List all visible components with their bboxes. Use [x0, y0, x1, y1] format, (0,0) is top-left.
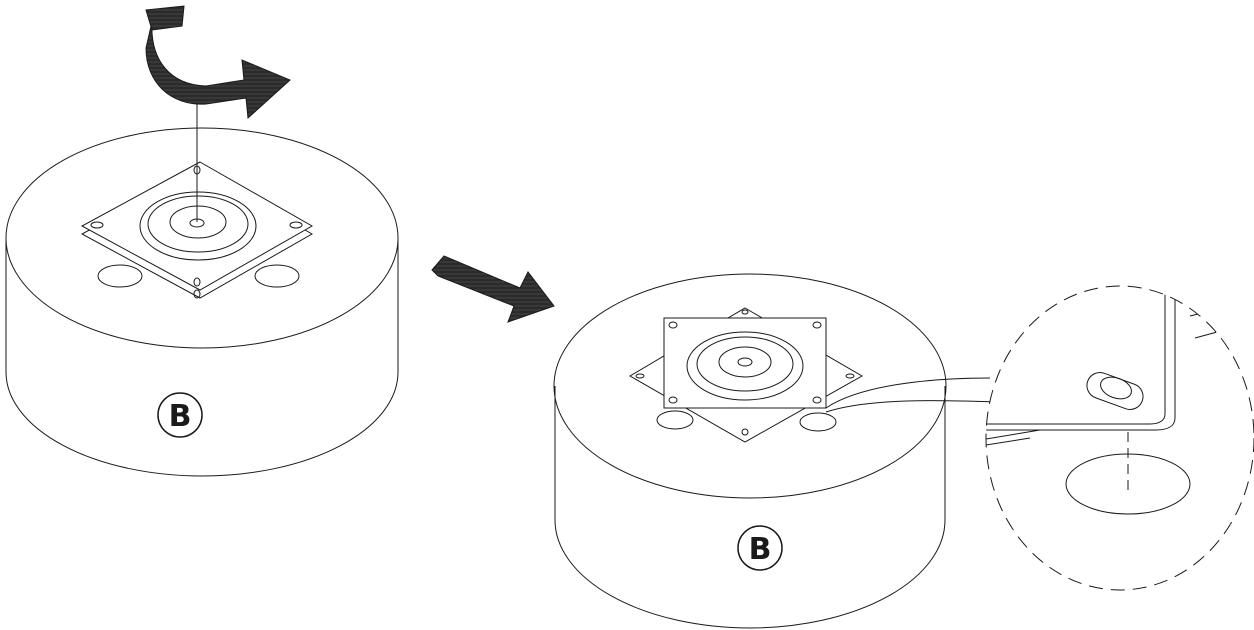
part-label-text: B	[749, 532, 772, 567]
magnifier-detail-icon	[985, 285, 1254, 591]
part-label-badge: B	[157, 392, 203, 438]
plate-slot	[668, 396, 678, 404]
next-step-arrow-icon	[431, 255, 555, 323]
rotate-arrow-icon	[145, 5, 291, 120]
plate-slot	[668, 321, 678, 329]
turntable-upper-plate	[80, 161, 314, 291]
mounting-hole	[97, 264, 143, 288]
plate-slot	[193, 277, 201, 287]
mounting-hole	[799, 412, 837, 432]
turntable-ring-middle	[147, 195, 249, 253]
plate-slot	[812, 321, 822, 329]
turntable-ring-outer	[686, 331, 804, 401]
plate-slot	[741, 428, 749, 436]
turntable-ring-inner	[718, 346, 772, 378]
plate-slot	[289, 221, 303, 229]
mounting-hole	[656, 410, 694, 430]
detail-callout-leader	[825, 377, 991, 409]
turntable-ring-middle	[696, 336, 794, 392]
part-label-badge: B	[737, 525, 783, 571]
turntable-ring-inner	[169, 205, 227, 239]
plate-slot	[90, 221, 104, 229]
plate-slot	[193, 289, 201, 299]
step-1-assembly: B	[5, 98, 399, 477]
mounting-hole	[254, 264, 300, 288]
turntable-ring-outer	[139, 191, 257, 261]
plate-slot	[635, 373, 645, 379]
part-label-text: B	[169, 399, 192, 434]
plate-slot	[845, 373, 855, 379]
plate-slot	[741, 309, 749, 315]
turntable-center-hub	[737, 357, 753, 367]
step-2-assembly: B	[553, 273, 997, 629]
plate-slot	[812, 396, 822, 404]
